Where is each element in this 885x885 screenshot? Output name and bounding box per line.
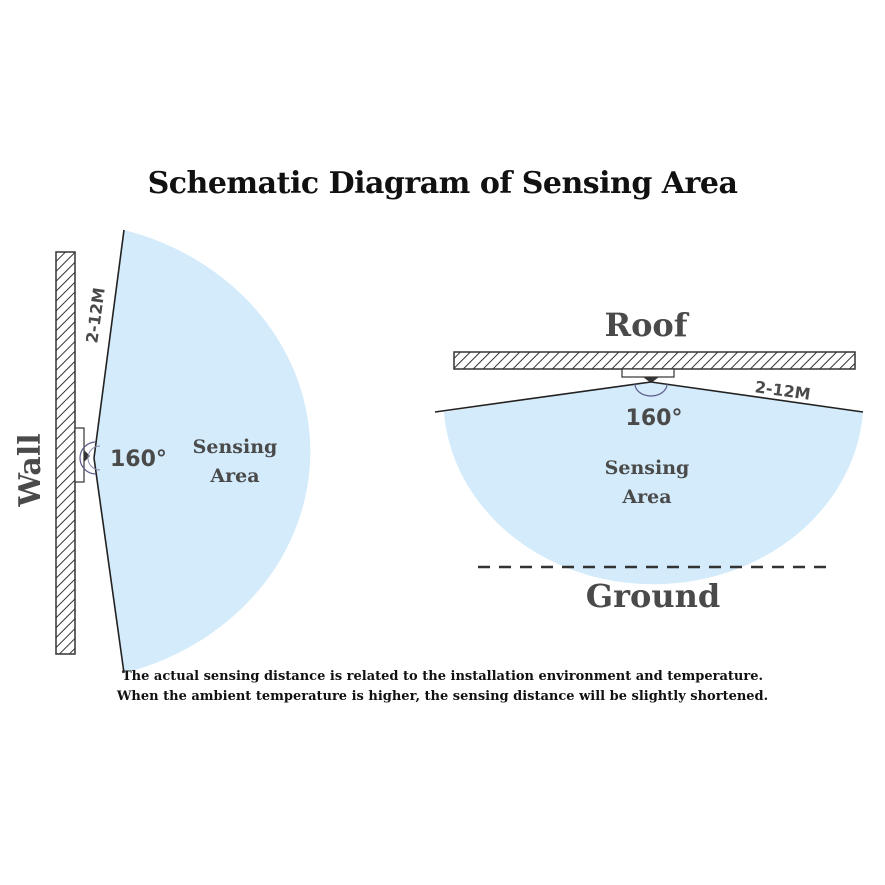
ceiling-angle-label: 160° (626, 406, 683, 431)
ceiling-sensor-device (621, 368, 675, 378)
wall-surface (55, 251, 76, 655)
ground-label: Ground (586, 577, 720, 615)
ceiling-sensor-lens-icon (643, 377, 659, 383)
ceiling-angle-arc (634, 383, 668, 397)
page-title: Schematic Diagram of Sensing Area (147, 166, 738, 201)
roof-label: Roof (604, 306, 689, 344)
wall-distance-label: 2-12M (82, 286, 109, 344)
ceiling-left-boundary-line (434, 381, 652, 413)
wall-angle-arc (79, 441, 97, 475)
wall-upper-boundary-line (93, 229, 125, 459)
ceiling-right-boundary-line (650, 381, 864, 413)
wall-sensing-area (94, 230, 311, 673)
wall-sensor-device (74, 427, 85, 483)
note-line-2: When the ambient temperature is higher, … (116, 689, 769, 704)
roof-surface (453, 351, 856, 370)
wall-sensing-area-label-line2: Area (209, 465, 259, 487)
ceiling-sensing-area-label-line2: Area (621, 486, 671, 508)
wall-sensing-area-label-line1: Sensing (193, 436, 278, 458)
wall-lower-boundary-line (93, 457, 125, 674)
ceiling-sensing-area-label-line1: Sensing (605, 457, 690, 479)
ceiling-view: Roof 2-12M 160° Sensing Area Ground (434, 306, 864, 615)
wall-angle-label: 160° (110, 447, 167, 472)
wall-sensor-lens-icon (84, 450, 90, 462)
note-line-1: The actual sensing distance is related t… (121, 669, 763, 684)
disclaimer-note: The actual sensing distance is related t… (0, 667, 885, 707)
wall-label: Wall (13, 433, 48, 507)
ceiling-sensing-area (444, 382, 863, 585)
wall-view: Wall 2-12M 160° Sensing Area (13, 229, 311, 674)
